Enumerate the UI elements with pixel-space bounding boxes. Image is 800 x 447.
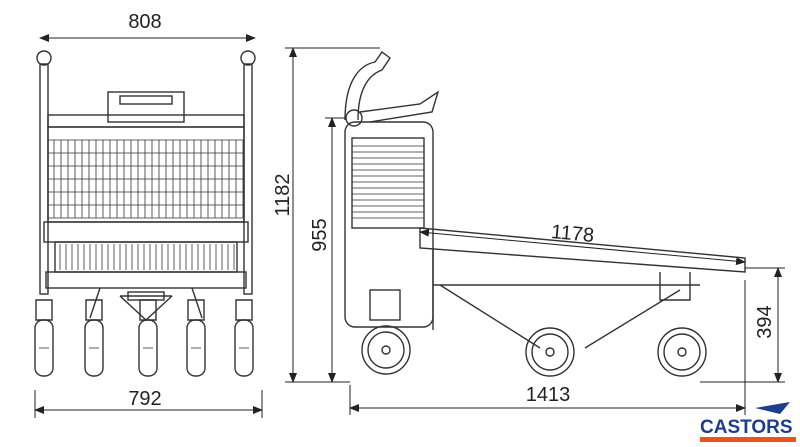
dimension-1182: 1182 [272, 47, 380, 383]
label-1182: 1182 [272, 173, 294, 216]
dimension-792: 792 [34, 388, 263, 418]
label-1413: 1413 [526, 384, 571, 406]
dimension-1178: 1178 [419, 221, 746, 266]
label-955: 955 [309, 218, 331, 251]
label-808: 808 [128, 11, 161, 33]
label-1178: 1178 [550, 221, 595, 247]
dimension-1413: 1413 [349, 280, 746, 415]
logo-text: CASTORS [700, 417, 793, 438]
castors-logo: CASTORS [700, 402, 796, 442]
label-394: 394 [754, 305, 776, 338]
dimension-955: 955 [309, 117, 345, 383]
label-792: 792 [128, 388, 161, 410]
side-view [344, 51, 746, 377]
dimension-394: 394 [700, 267, 785, 383]
dimension-808: 808 [39, 11, 256, 42]
front-view [34, 50, 256, 377]
